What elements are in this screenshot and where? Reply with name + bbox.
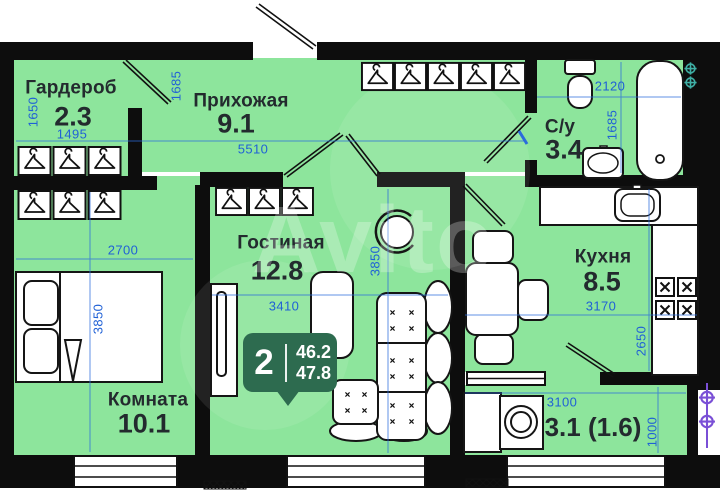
kitchen-name: Кухня (574, 246, 632, 268)
washing-machine (499, 395, 544, 450)
wall-segment (450, 172, 465, 455)
bedroom-area: 10.1 (117, 408, 171, 439)
bathroom-sink (582, 145, 624, 179)
tv-unit (210, 283, 238, 397)
bathroom-name: С/у (544, 116, 576, 138)
closet-living (215, 187, 314, 216)
wall-segment (525, 160, 537, 175)
dim-wardrobe-width: 1495 (56, 126, 88, 142)
doorway-bathroom (525, 113, 537, 160)
dim-living-width: 3410 (268, 298, 300, 314)
window-balcony (506, 455, 666, 488)
wall-segment (665, 455, 720, 488)
dim-kitchen-height: 2650 (633, 325, 649, 357)
dim-wardrobe-door: 1685 (168, 70, 184, 102)
wall-segment (683, 42, 698, 187)
wall-segment (128, 108, 142, 176)
balcony-door-icon (565, 342, 616, 378)
badge-area-bottom: 47.8 (296, 362, 332, 383)
dim-kitchen-width: 3170 (585, 298, 617, 314)
bathroom-area: 3.4 (545, 134, 583, 165)
bed (15, 271, 163, 383)
dim-bedroom-width: 2700 (107, 242, 139, 258)
hallway-area: 9.1 (217, 108, 255, 139)
wall-segment (317, 42, 720, 60)
wardrobe-door-icon (122, 59, 172, 105)
window-bedroom (73, 455, 178, 488)
doorway-living (283, 172, 377, 187)
dim-living-height: 3850 (367, 245, 383, 277)
wardrobe-area: 2.3 (54, 101, 92, 132)
wall-segment (0, 455, 74, 488)
badge-divider (285, 343, 287, 382)
wall-segment (0, 176, 157, 190)
dim-bedroom-height: 3850 (90, 303, 106, 335)
badge-pointer (276, 390, 300, 406)
balcony-cabinet (463, 392, 502, 453)
doorway-balcony (545, 372, 600, 385)
badge-rooms-count: 2 (254, 342, 274, 382)
bedroom-name: Комната (107, 389, 189, 411)
badge-area-top: 46.2 (296, 341, 332, 362)
living-area: 12.8 (250, 255, 304, 286)
wall-segment (525, 60, 537, 113)
wall-segment (687, 372, 698, 455)
dim-balcony-height: 1000 (644, 416, 660, 448)
kitchen-door-icon (462, 183, 506, 227)
hallway-name: Прихожая (193, 90, 289, 112)
vent-hatch (465, 478, 509, 488)
living-door-right-icon (345, 133, 381, 177)
living-name: Гостиная (237, 232, 325, 254)
kitchen-area: 8.5 (583, 266, 621, 297)
wall-segment (0, 42, 14, 488)
dining-set (465, 230, 549, 365)
riser-icons (698, 383, 716, 448)
toilet (564, 59, 596, 109)
doorway-bedroom (157, 176, 200, 190)
closet-wardrobe (17, 146, 122, 176)
dim-bathroom-height: 1685 (604, 109, 620, 141)
dim-hallway-width: 5510 (237, 141, 269, 157)
door-swing-tick (517, 130, 529, 145)
vent-hatch (203, 480, 247, 490)
armchair (374, 209, 414, 254)
kitchen-sink (614, 184, 661, 222)
bathtub (636, 60, 684, 181)
living-door-left-icon (283, 132, 344, 178)
wall-segment (200, 172, 283, 187)
closet-bedroom (17, 190, 122, 220)
wall-segment (698, 42, 720, 390)
wall-segment (195, 185, 210, 455)
sofa (329, 280, 453, 442)
wall-segment (377, 172, 452, 187)
doorway-kitchen (465, 176, 525, 187)
vent-valve-icons (684, 62, 697, 89)
dim-wardrobe-height: 1650 (25, 96, 41, 128)
wall-segment (0, 42, 253, 60)
dim-bathroom-width: 2120 (594, 78, 626, 94)
rooms-area-badge: 2 46.2 47.8 (243, 333, 337, 392)
entrance-door-icon (255, 3, 317, 50)
wardrobe-name: Гардероб (25, 77, 117, 99)
window-balcony-block (466, 371, 546, 386)
balcony-area: 3.1 (1.6) (544, 412, 642, 442)
dimension-lines (16, 62, 697, 453)
window-living (286, 455, 426, 488)
dim-balcony-width: 3100 (546, 394, 578, 410)
closet-hallway (361, 61, 526, 92)
